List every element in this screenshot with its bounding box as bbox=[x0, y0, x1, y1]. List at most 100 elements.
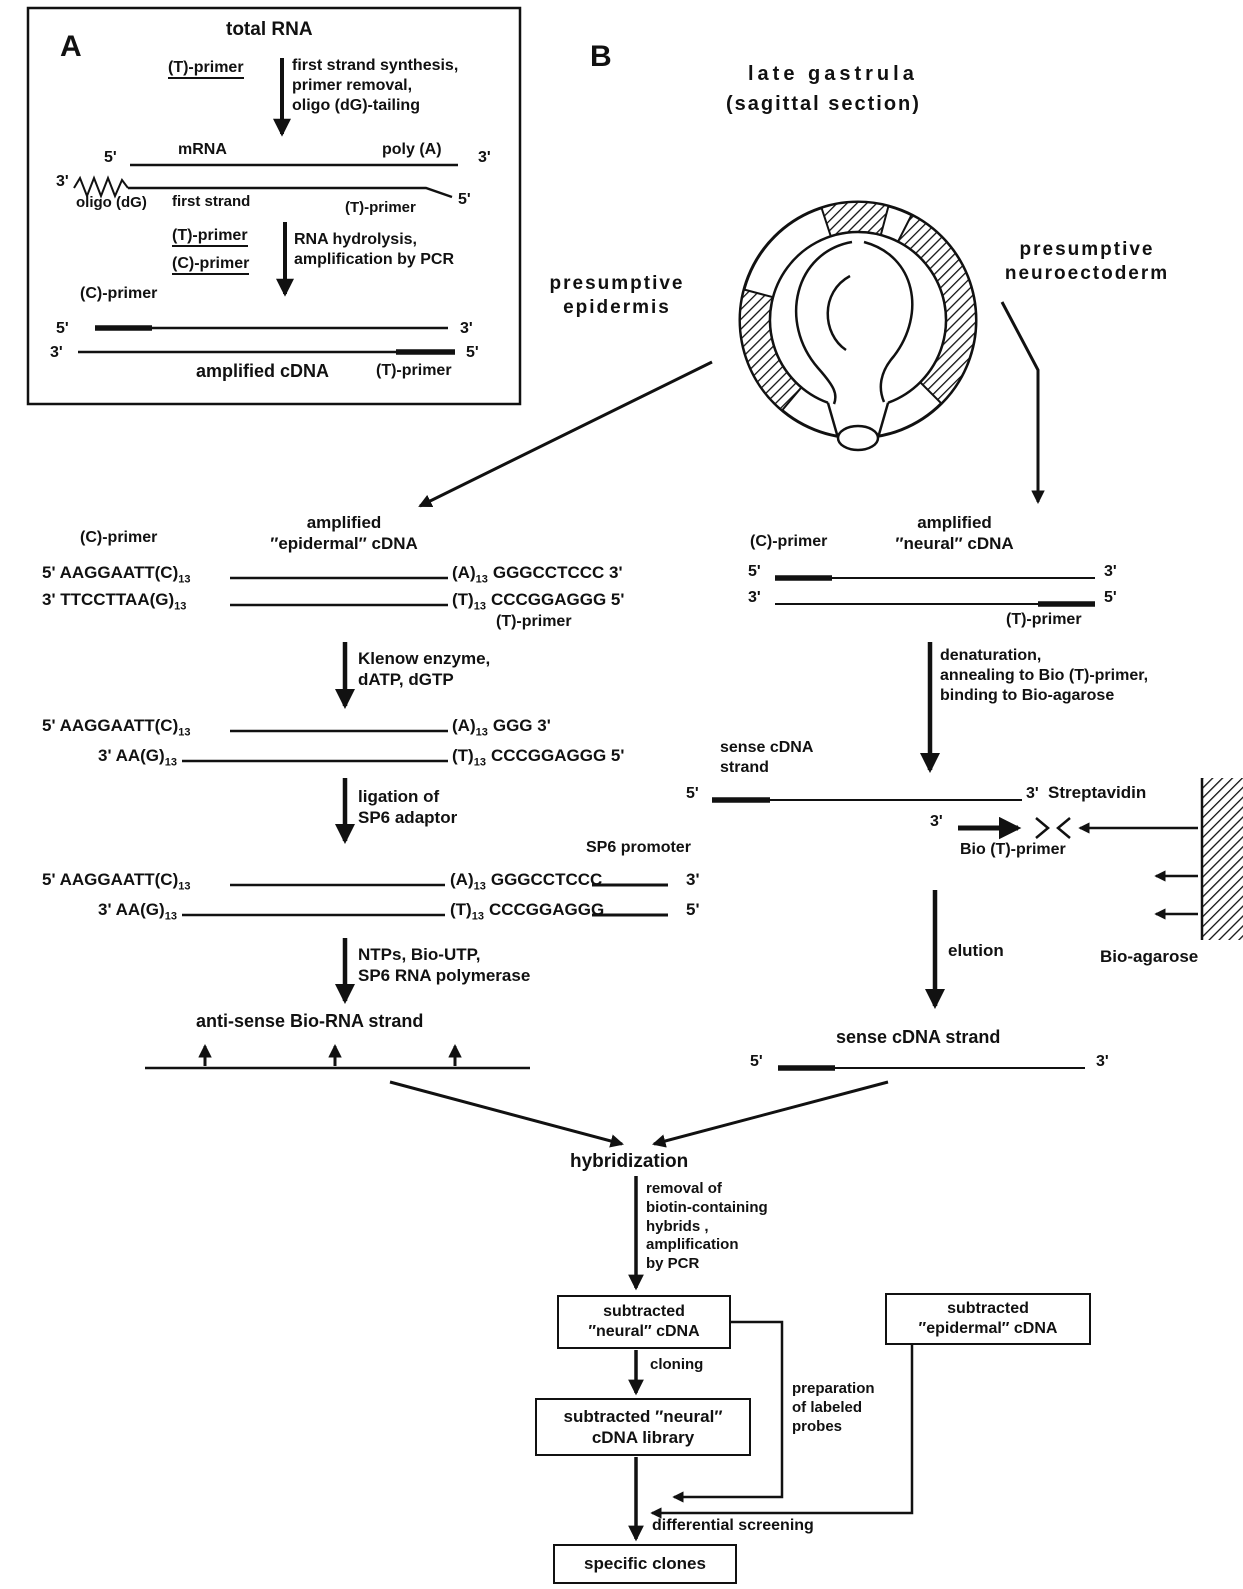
bottom-flow-graphics bbox=[389, 1080, 1091, 1584]
seq-text: GGG 3' bbox=[492, 716, 551, 735]
sequence-left: 3' TTCCTTAA(G)13 bbox=[42, 589, 186, 614]
five-prime-label: 5' bbox=[686, 900, 700, 919]
panel-b-label: B bbox=[590, 40, 612, 73]
five-prime-label: 5' bbox=[686, 785, 699, 802]
t-primer-label: (T)-primer bbox=[376, 362, 452, 379]
panel-a-frame bbox=[26, 6, 522, 406]
epidermal-probe-connector bbox=[650, 1344, 914, 1519]
subscript-13: 13 bbox=[164, 756, 177, 769]
t-primer-label: (T)-primer bbox=[168, 58, 244, 79]
archenteron-left bbox=[794, 240, 853, 405]
subscript-13: 13 bbox=[174, 600, 187, 613]
sequence-left: 5' AAGGAATT(C)13 bbox=[42, 869, 191, 894]
archenteron-inner bbox=[826, 274, 851, 352]
subscript-13: 13 bbox=[471, 910, 484, 923]
streptavidin-symbol bbox=[1056, 817, 1071, 839]
amplified-cdna-label: amplified cDNA bbox=[196, 361, 330, 381]
total-rna-label: total RNA bbox=[226, 19, 313, 40]
streptavidin-symbol bbox=[1035, 817, 1050, 839]
sequence-left: 3' AA(G)13 bbox=[98, 899, 177, 924]
seq-text: 3' AA(G) bbox=[98, 900, 165, 919]
first-strand-label: first strand bbox=[172, 193, 251, 210]
sequence-left: 5' AAGGAATT(C)13 bbox=[42, 715, 191, 740]
yolk-plug bbox=[836, 424, 880, 452]
box-cdna-library bbox=[535, 1398, 751, 1456]
rna-hydrolysis-label: RNA hydrolysis, amplification by PCR bbox=[294, 231, 455, 268]
three-prime-label: 3' bbox=[460, 320, 473, 337]
seq-text: CCCGGAGGG 5' bbox=[490, 746, 625, 765]
t-primer-label: (T)-primer bbox=[172, 226, 248, 247]
sagittal-section-subtitle: (sagittal section) bbox=[726, 93, 921, 115]
three-prime-label: 3' bbox=[930, 813, 943, 830]
first-strand-synthesis-label: first strand synthesis, primer removal, … bbox=[292, 57, 459, 114]
c-primer-label: (C)-primer bbox=[750, 533, 828, 550]
subscript-13: 13 bbox=[475, 726, 488, 739]
presumptive-epidermis-label: presumptive epidermis bbox=[549, 273, 685, 318]
seq-text: (T) bbox=[450, 900, 472, 919]
five-prime-label: 5' bbox=[748, 563, 761, 580]
antisense-bio-rna-label: anti-sense Bio-RNA strand bbox=[196, 1011, 424, 1031]
five-prime-label: 5' bbox=[56, 320, 69, 337]
seq-text: 3' AA(G) bbox=[98, 746, 165, 765]
seq-text: 5' AAGGAATT(C) bbox=[42, 563, 179, 582]
three-prime-label: 3' bbox=[1096, 1053, 1109, 1070]
specific-clones-box-label: specific clones bbox=[584, 1554, 706, 1574]
arrow-to-epidermal bbox=[418, 360, 713, 508]
neural-column-graphics bbox=[712, 575, 1243, 1071]
subtracted-epidermal-cdna-box-label: subtracted ″epidermal″ cDNA bbox=[918, 1300, 1058, 1337]
sequence-mid: (T)13 CCCGGAGGG bbox=[450, 899, 604, 924]
subscript-13: 13 bbox=[473, 600, 486, 613]
seq-text: (A) bbox=[450, 870, 474, 889]
subscript-13: 13 bbox=[178, 880, 191, 893]
sequence-right: (A)13 GGG 3' bbox=[452, 715, 551, 740]
three-prime-label: 3' bbox=[56, 173, 69, 190]
seq-text: (A) bbox=[452, 716, 476, 735]
sense-cdna-strand-label: sense cDNA strand bbox=[720, 739, 814, 776]
cdna-library-box-label: subtracted ″neural″ cDNA library bbox=[563, 1406, 723, 1447]
preparation-probes-label: preparation of labeled probes bbox=[792, 1380, 875, 1435]
t-primer-label: (T)-primer bbox=[345, 199, 416, 216]
late-gastrula-title: late gastrula bbox=[748, 63, 918, 85]
three-prime-label: 3' bbox=[478, 149, 491, 166]
oligo-dg-zigzag bbox=[73, 175, 129, 199]
subscript-13: 13 bbox=[475, 573, 488, 586]
seq-text: (T) bbox=[452, 590, 474, 609]
elution-label: elution bbox=[948, 941, 1004, 960]
epidermal-column-graphics bbox=[145, 576, 668, 1070]
streptavidin-label: Streptavidin bbox=[1048, 783, 1147, 802]
cloning-label: cloning bbox=[650, 1356, 704, 1373]
seq-text: 5' AAGGAATT(C) bbox=[42, 716, 179, 735]
subscript-13: 13 bbox=[178, 726, 191, 739]
seq-text: 3' TTCCTTAA(G) bbox=[42, 590, 175, 609]
five-prime-label: 5' bbox=[1104, 589, 1117, 606]
subscript-13: 13 bbox=[164, 910, 177, 923]
five-prime-label: 5' bbox=[466, 344, 479, 361]
converge-arrow-right bbox=[652, 1080, 889, 1148]
subscript-13: 13 bbox=[473, 880, 486, 893]
c-primer-label: (C)-primer bbox=[80, 529, 158, 546]
removal-step-label: removal of biotin-containing hybrids , a… bbox=[646, 1180, 768, 1272]
box-subtracted-epidermal bbox=[885, 1293, 1091, 1345]
t-primer-text: (T)-primer bbox=[172, 227, 248, 247]
seq-text: (T) bbox=[452, 746, 474, 765]
gastrula-diagram bbox=[738, 200, 978, 452]
three-prime-label: 3' bbox=[1026, 785, 1039, 802]
sequence-left: 3' AA(G)13 bbox=[98, 745, 177, 770]
seq-text: CCCGGAGGG bbox=[488, 900, 605, 919]
bio-t-primer-label: Bio (T)-primer bbox=[960, 841, 1066, 858]
denaturation-step-label: denaturation, annealing to Bio (T)-prime… bbox=[940, 647, 1149, 704]
c-primer-label: (C)-primer bbox=[80, 285, 158, 302]
subscript-13: 13 bbox=[178, 573, 191, 586]
archenteron-right bbox=[863, 240, 914, 403]
five-prime-label: 5' bbox=[104, 149, 117, 166]
first-strand-line bbox=[128, 186, 453, 199]
sense-cdna-strand-label: sense cDNA strand bbox=[836, 1027, 1001, 1047]
subtracted-neural-cdna-box-label: subtracted ″neural″ cDNA bbox=[588, 1303, 700, 1340]
pathway-arrows bbox=[418, 301, 1045, 508]
ligation-step-label: ligation of SP6 adaptor bbox=[358, 787, 458, 828]
sequence-left: 5' AAGGAATT(C)13 bbox=[42, 562, 191, 587]
